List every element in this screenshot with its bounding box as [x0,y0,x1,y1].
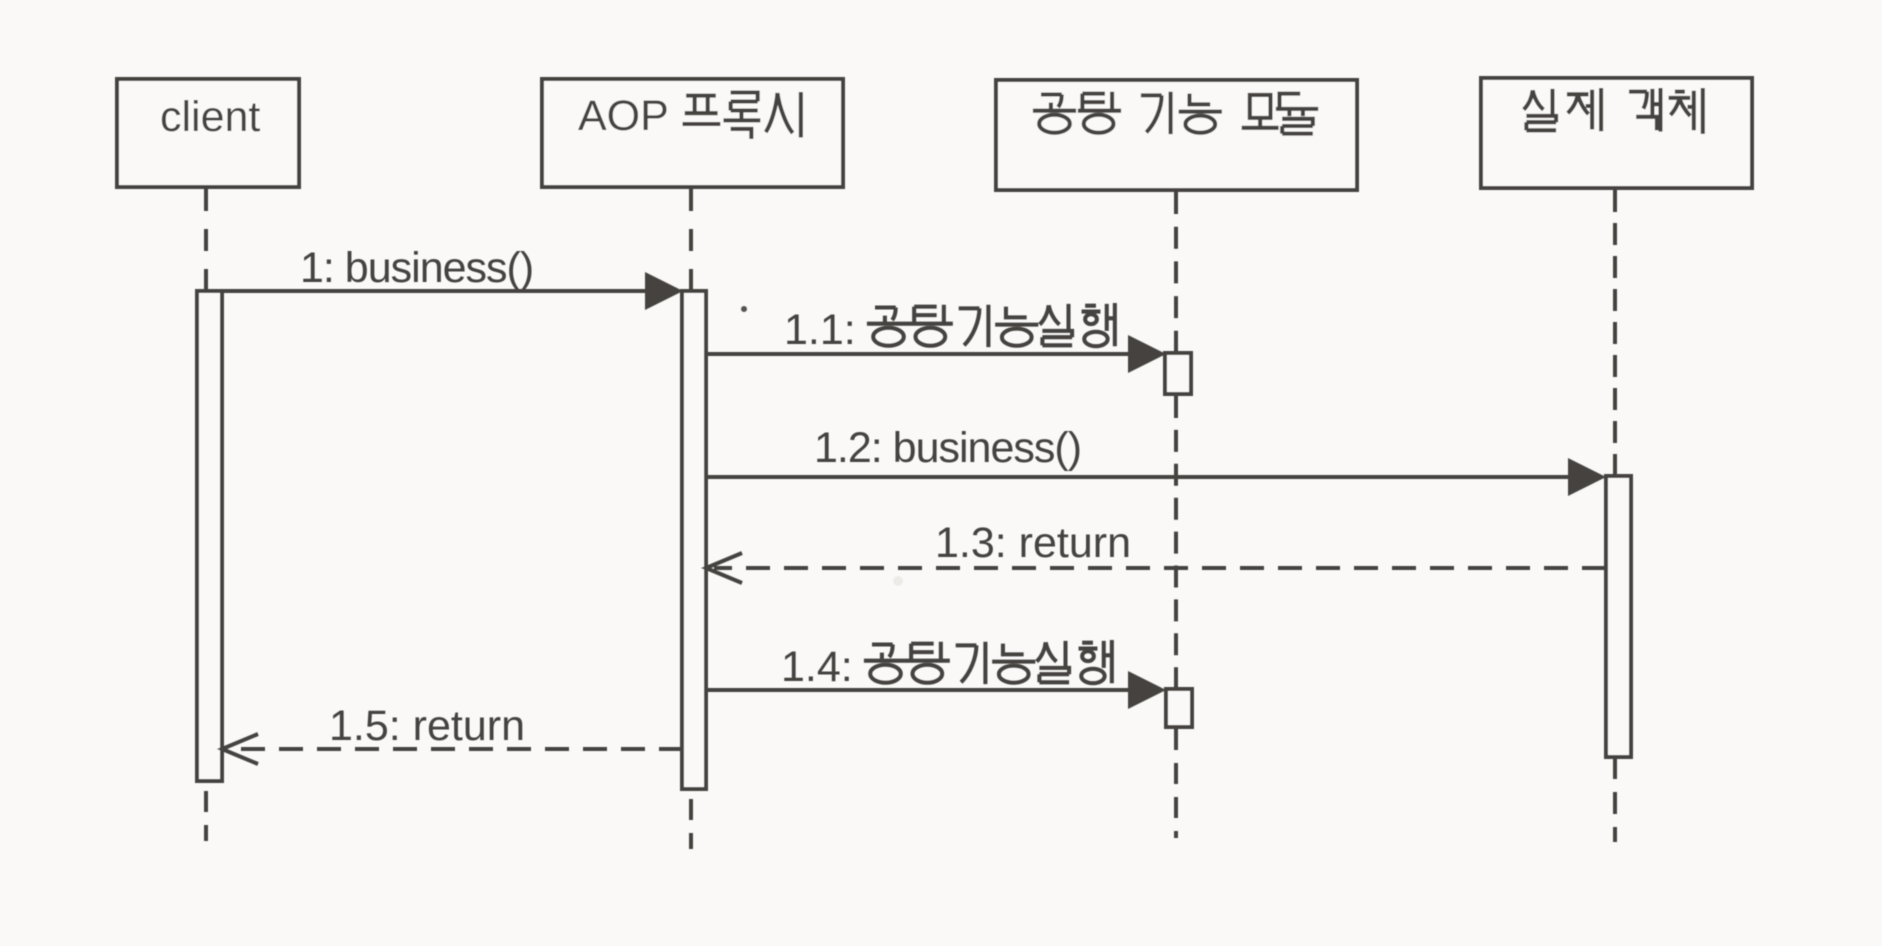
svg-text:1.5: return: 1.5: return [329,702,525,750]
svg-text:1.3: return: 1.3: return [935,519,1131,567]
svg-text:1.2: business(): 1.2: business() [814,424,1081,472]
svg-text:1.4:: 1.4: [781,643,853,691]
svg-text:client: client [160,93,260,141]
svg-text:AOP: AOP [578,92,669,140]
svg-text:1: business(): 1: business() [300,244,533,292]
svg-text:1.1:: 1.1: [784,306,856,354]
